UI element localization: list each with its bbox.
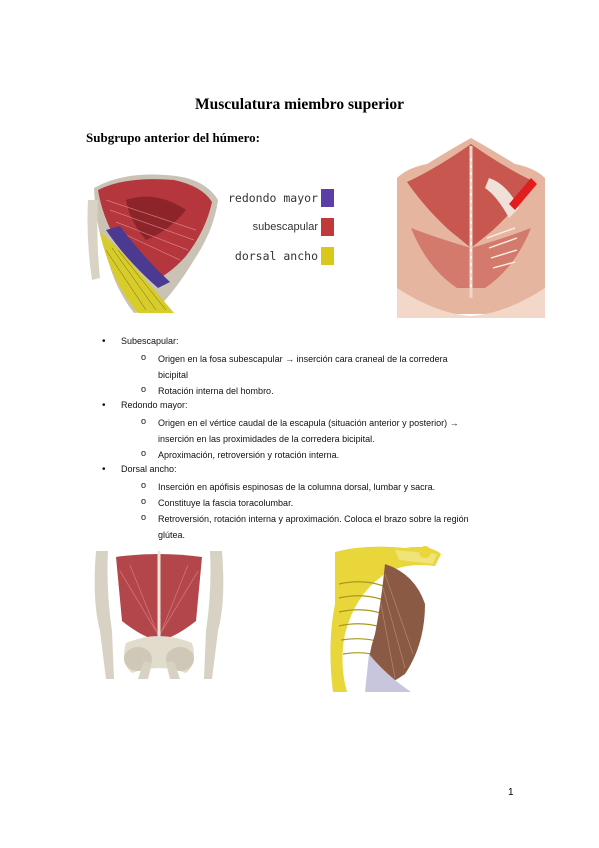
bullet-icon: • bbox=[102, 400, 106, 411]
text-line: Aproximación, retroversión y rotación in… bbox=[158, 450, 340, 460]
page-title: Musculatura miembro superior bbox=[195, 96, 404, 113]
legend-swatch bbox=[321, 189, 334, 207]
bullet-icon: o bbox=[141, 512, 147, 522]
sub-item: Rotación interna del hombro. bbox=[158, 383, 513, 399]
text-line: Constituye la fascia toracolumbar. bbox=[158, 498, 294, 508]
sub-item: Aproximación, retroversión y rotación in… bbox=[158, 447, 513, 463]
bullet-icon: o bbox=[141, 352, 147, 362]
text-line: Rotación interna del hombro. bbox=[158, 386, 274, 396]
bullet-icon: o bbox=[141, 496, 147, 506]
bullet-icon: o bbox=[141, 384, 147, 394]
text-line: bicipital bbox=[158, 370, 189, 380]
bullet-icon: o bbox=[141, 480, 147, 490]
text-line: Retroversión, rotación interna y aproxim… bbox=[158, 514, 469, 524]
scapula-muscles-illustration bbox=[86, 170, 230, 315]
sub-item: Origen en el vértice caudal de la escapu… bbox=[158, 415, 513, 447]
bullet-icon: • bbox=[102, 464, 106, 475]
list-item-dorsal-ancho: Dorsal ancho: bbox=[121, 464, 177, 474]
text-line: Origen en el vértice caudal de la escapu… bbox=[158, 418, 459, 428]
sub-item: Origen en la fosa subescapular → inserci… bbox=[158, 351, 513, 383]
skeleton-illustration-svg bbox=[325, 544, 445, 692]
legend-label: subescapular bbox=[252, 221, 318, 233]
legend-label: redondo mayor bbox=[227, 191, 318, 205]
legend-swatch bbox=[321, 247, 334, 265]
page-number: 1 bbox=[508, 787, 514, 798]
latissimus-illustration-svg bbox=[86, 551, 232, 679]
back-muscles-photo bbox=[397, 138, 545, 318]
list-item-redondo-mayor: Redondo mayor: bbox=[121, 400, 188, 410]
legend-item-subescapular: subescapular bbox=[218, 218, 338, 247]
text-line: Inserción en apófisis espinosas de la co… bbox=[158, 482, 436, 492]
sub-item: Inserción en apófisis espinosas de la co… bbox=[158, 479, 513, 495]
text-line: Origen en la fosa subescapular → inserci… bbox=[158, 354, 448, 364]
legend-swatch bbox=[321, 218, 334, 236]
text-line: inserción en las proximidades de la corr… bbox=[158, 434, 375, 444]
legend-item-redondo-mayor: redondo mayor bbox=[218, 189, 338, 218]
color-legend: redondo mayor subescapular dorsal ancho bbox=[218, 189, 338, 276]
list-item-subescapular: Subescapular: bbox=[121, 336, 179, 346]
sub-item: Retroversión, rotación interna y aproxim… bbox=[158, 511, 513, 543]
latissimus-dorsi-illustration bbox=[86, 551, 232, 679]
bullet-icon: o bbox=[141, 448, 147, 458]
legend-label: dorsal ancho bbox=[234, 249, 318, 263]
sub-item: Constituye la fascia toracolumbar. bbox=[158, 495, 513, 511]
back-photo-svg bbox=[397, 138, 545, 318]
bullet-icon: • bbox=[102, 336, 106, 347]
scapula-illustration-svg bbox=[86, 170, 230, 315]
text-line: glútea. bbox=[158, 530, 186, 540]
bullet-icon: o bbox=[141, 416, 147, 426]
section-heading: Subgrupo anterior del húmero: bbox=[86, 130, 260, 145]
skeleton-latissimus-illustration bbox=[325, 544, 445, 692]
legend-item-dorsal-ancho: dorsal ancho bbox=[218, 247, 338, 276]
